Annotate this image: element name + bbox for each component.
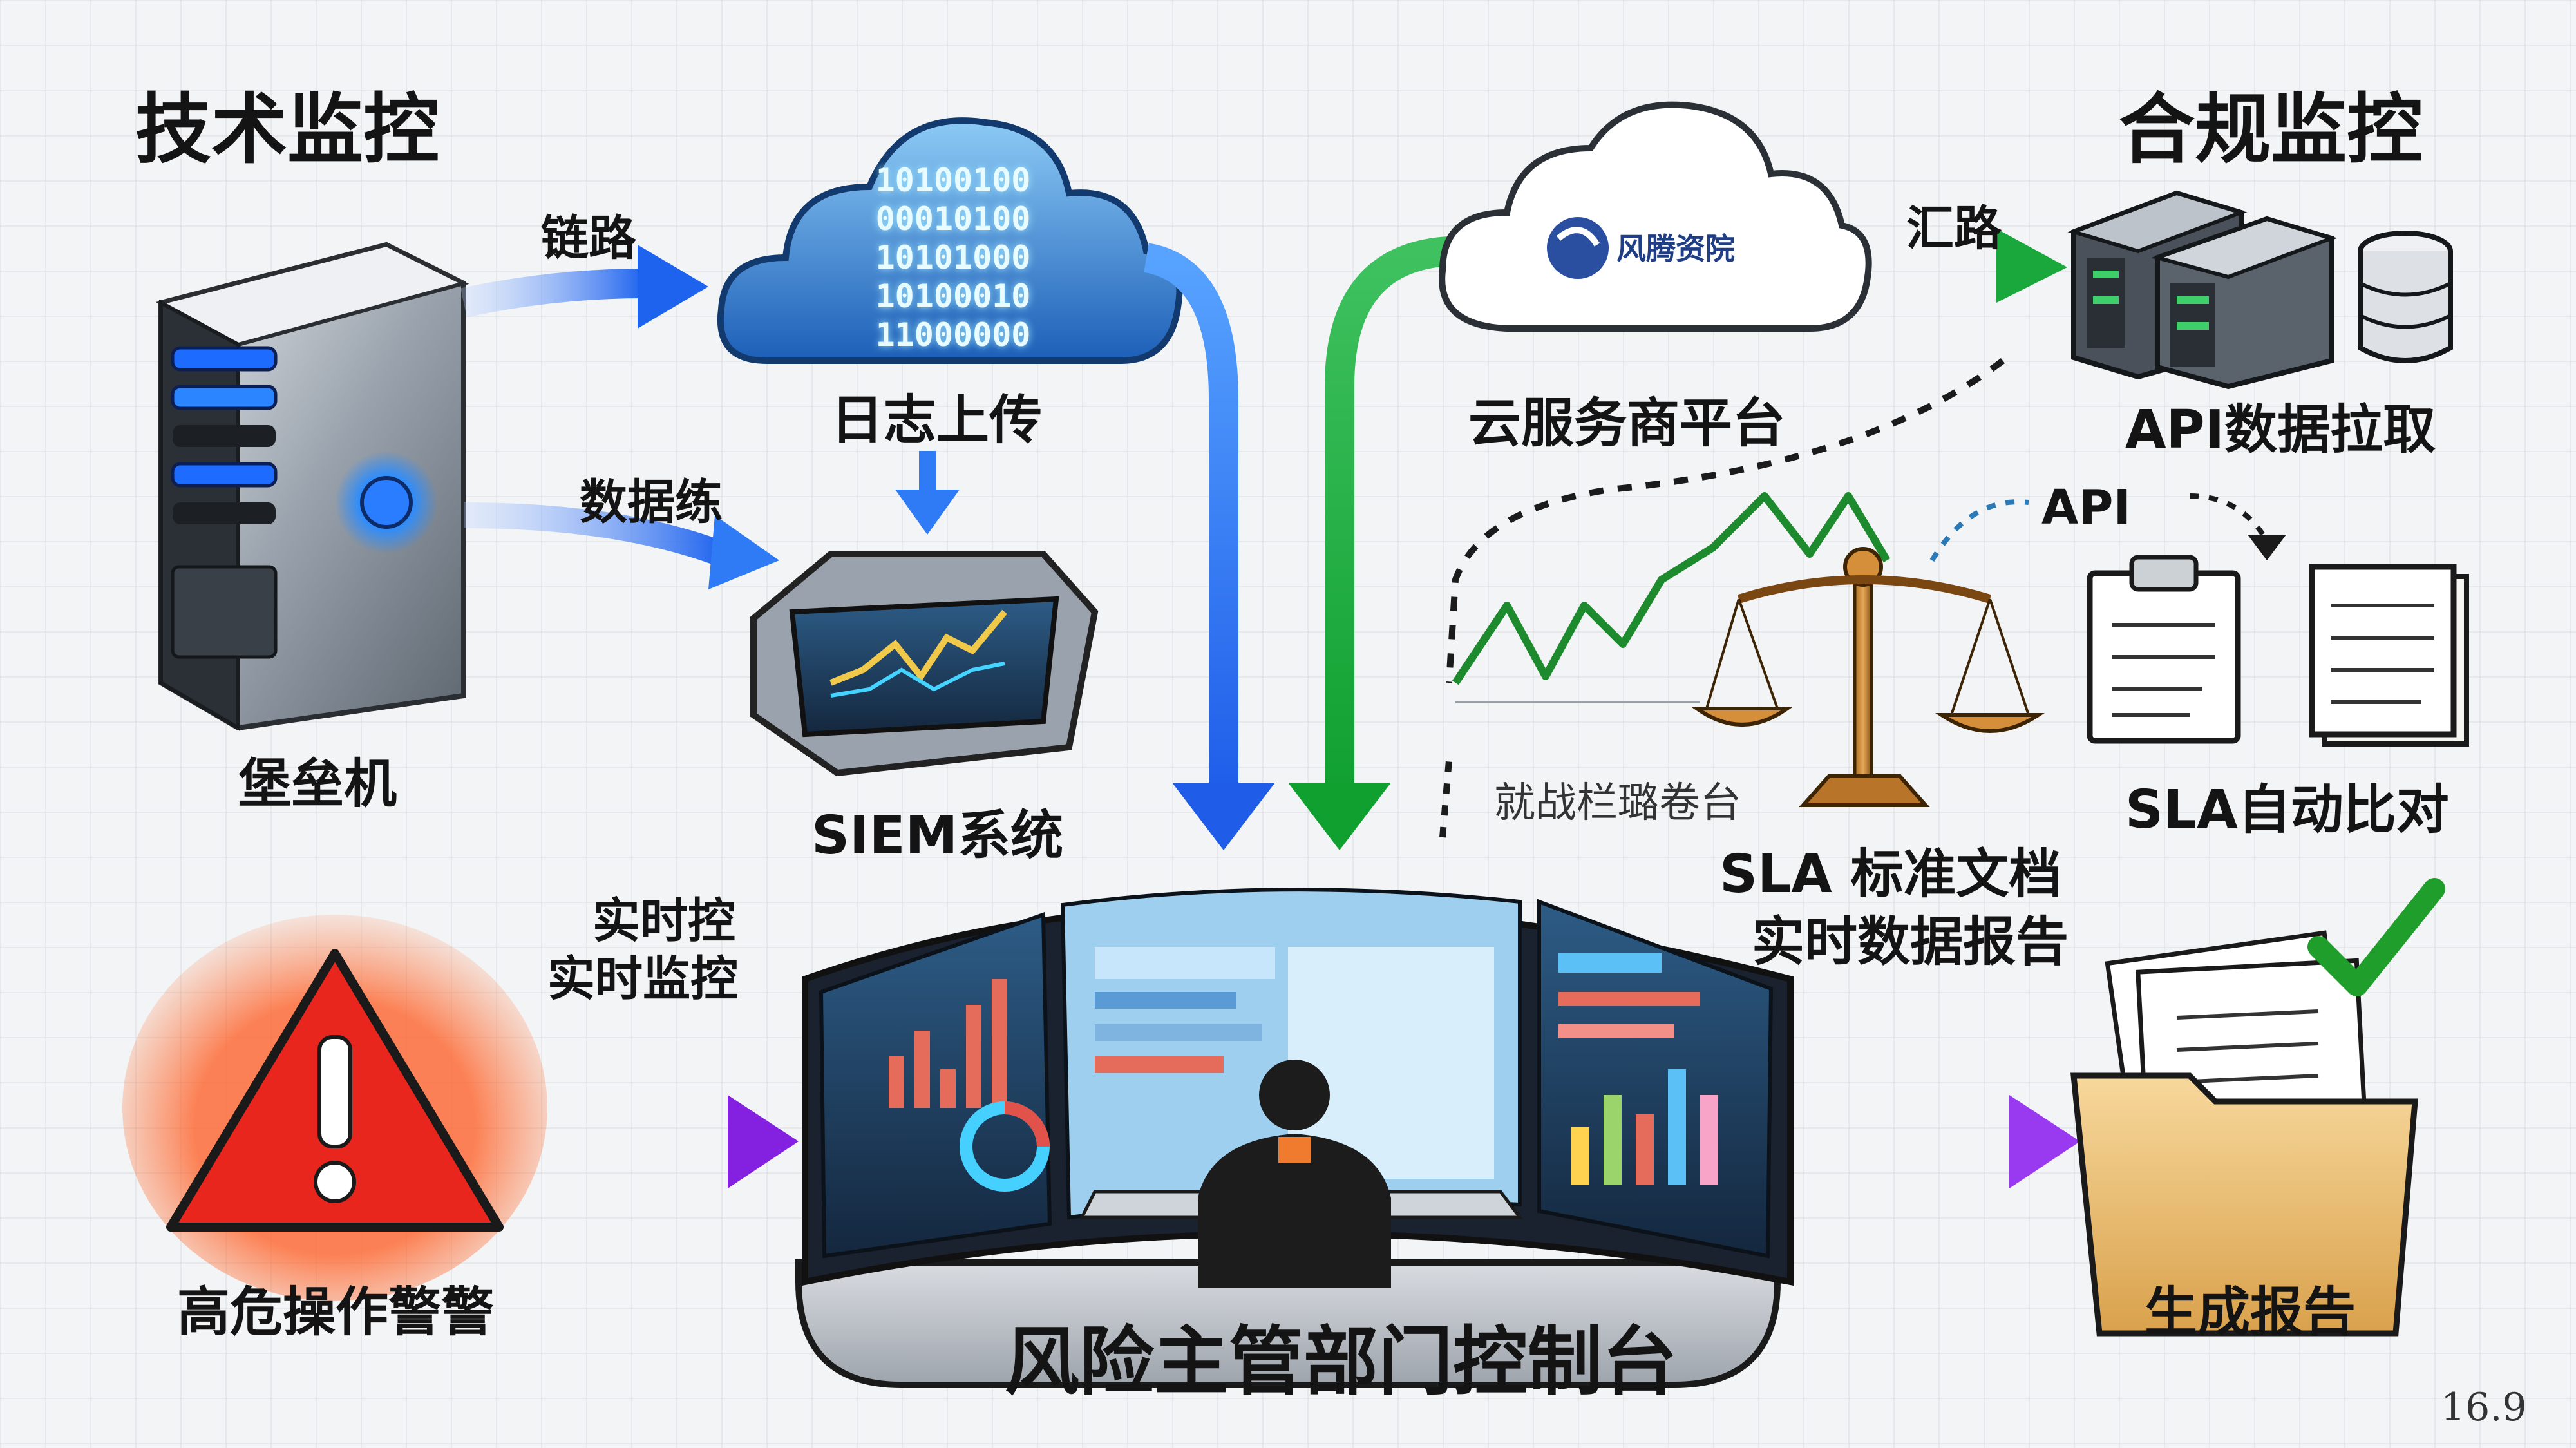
data-server-cluster-icon [2074, 193, 2450, 386]
arrow-platform-to-console [1288, 251, 1449, 850]
sla-clipboard-icon [2090, 557, 2238, 741]
cloud-logo-text: 风腾资院 [1616, 225, 1735, 268]
data-link-label: 数据练 [580, 464, 723, 533]
aggregate-label: 汇路 [1906, 190, 2002, 259]
technical-monitoring-heading: 技术监控 [135, 68, 439, 178]
siem-device-icon [753, 554, 1095, 773]
console-title: 风险主管部门控制台 [1005, 1301, 1677, 1409]
monitoring-trend-line [1455, 496, 1887, 702]
arrow-log-to-siem [895, 451, 960, 535]
compliance-monitoring-heading: 合规监控 [2119, 68, 2423, 178]
link-label: 链路 [541, 200, 636, 269]
scales-icon [1697, 549, 2038, 805]
api-pull-label: API数据拉取 [2125, 386, 2436, 463]
report-folder-icon [2074, 889, 2434, 1333]
siem-label: SIEM系统 [811, 792, 1063, 869]
page-number: 16.9 [2441, 1385, 2527, 1430]
sla-standard-docs-label: SLA 标准文档 [1719, 831, 2061, 908]
generate-report-label: 生成报告 [2145, 1269, 2356, 1346]
high-risk-alert-label: 高危操作警警 [177, 1269, 494, 1346]
sla-document-icon [2312, 567, 2467, 744]
arrow-cloud-to-console [1146, 258, 1275, 850]
sla-compare-label: SLA自动比对 [2125, 767, 2449, 843]
cloud-platform-icon [1442, 105, 1869, 329]
dotted-platform-curve [1443, 760, 1449, 837]
log-upload-label: 日志上传 [831, 377, 1042, 453]
arrow-console-to-report [1790, 1095, 2080, 1188]
platform-caption: 就战栏璐卷台 [1494, 770, 1741, 829]
bastion-server-icon [161, 245, 464, 728]
api-label: API [2041, 480, 2131, 535]
warning-icon [122, 915, 547, 1301]
bastion-label: 堡垒机 [238, 741, 397, 817]
realtime-data-report-label: 实时数据报告 [1752, 899, 2069, 975]
cloud-binary-text: 10100100 00010100 10101000 10100010 1100… [799, 161, 1108, 354]
cloud-platform-label: 云服务商平台 [1468, 380, 1785, 457]
realtime-monitor-label: 实时监控 [547, 940, 738, 1009]
